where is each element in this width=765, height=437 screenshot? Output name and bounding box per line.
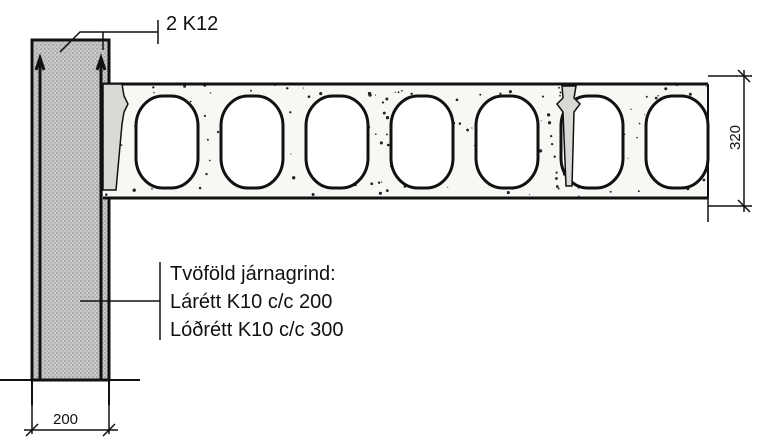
concrete-wall [30,38,111,405]
reinforcement-note-line1: Tvöföld járnagrind: [170,263,336,285]
reinforcement-leader [80,262,161,340]
slab-void [474,94,540,190]
slab-thickness-label: 320 [727,125,744,150]
slab-void [559,94,625,190]
reinforcement-note-line2: Lárétt K10 c/c 200 [170,291,332,313]
grout-joint-slab [556,85,581,187]
top-rebar-leader [59,20,159,53]
slab-void [219,94,285,190]
slab-void [134,94,200,190]
slab-void [644,94,710,190]
slab-dimension [707,69,752,222]
slab-voids [134,94,710,190]
wall-rebar [34,53,107,380]
hollow-core-slab [103,82,710,200]
wall-thickness-label: 200 [53,411,78,428]
top-rebar-label: 2 K12 [166,13,218,35]
wall-dimension [24,400,118,437]
slab-void [389,94,455,190]
reinforcement-note-line3: Lóðrétt K10 c/c 300 [170,319,343,341]
grout-joint-wall [102,83,129,191]
slab-void [304,94,370,190]
